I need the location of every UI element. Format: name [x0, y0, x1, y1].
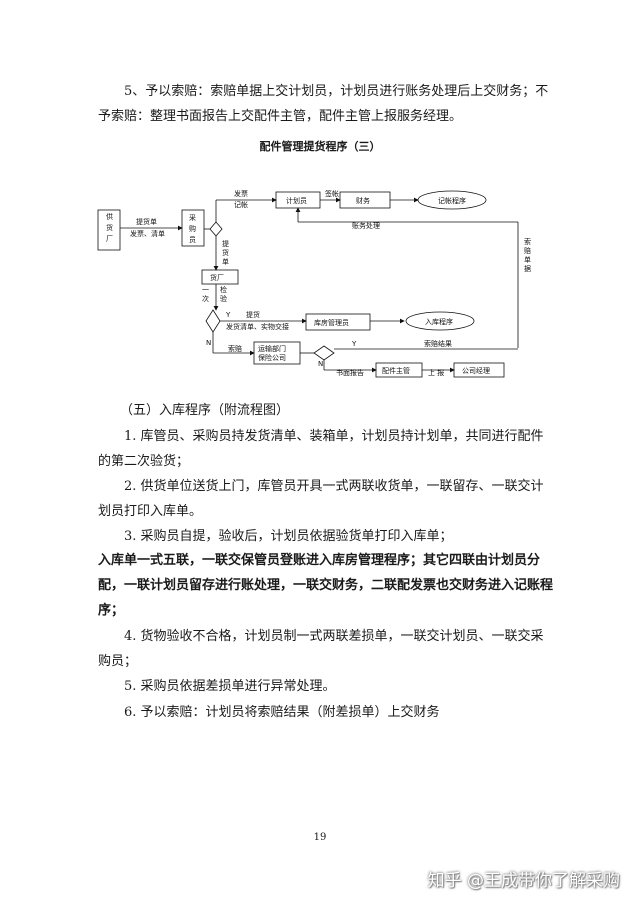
edge-once-2: 次 [202, 294, 209, 303]
edge-once-1: 一 [202, 286, 209, 294]
transport-label-2: 保险公司 [258, 353, 286, 362]
buyer-label-1: 采 [189, 213, 196, 222]
edge-claim-docs-1: 索 [524, 237, 531, 246]
edge-y-1: Y [225, 311, 231, 319]
edge-account: 账务处理 [352, 221, 380, 230]
flowchart-title: 配件管理提货程序（三） [259, 140, 381, 153]
edge-pickup-1: 提 [222, 239, 229, 248]
supplier-label-1: 供 [106, 212, 113, 221]
item-1: 1. 库管员、采购员持发货清单、装箱单，计划员持计划单，共同进行配件的第二次验货… [98, 429, 544, 469]
watermark: 知乎 @王成带你了解采购 [427, 871, 620, 891]
buyer-label-3: 员 [189, 236, 196, 244]
edge-claim-result: 索赔结果 [424, 339, 452, 348]
edge-inspect-1: 检 [220, 285, 227, 294]
supplier-label-2: 货 [106, 223, 113, 232]
edge-claim: 索赔 [228, 344, 242, 353]
finance-label: 财务 [356, 196, 370, 205]
buyer-label-2: 购 [189, 224, 196, 233]
edge-invoice: 发票 [234, 189, 248, 198]
page-number: 19 [313, 832, 327, 843]
item-6: 6. 予以索赔：计划员将索赔结果（附差损单）上交财务 [124, 705, 440, 720]
edge-report-up: 上 报 [428, 368, 444, 377]
edge-pickup-2: 货 [222, 248, 229, 257]
edge-claim-docs-2: 赔 [524, 246, 531, 255]
bookkeeping-ellipse [417, 190, 487, 210]
edge-n-1: N [206, 339, 211, 347]
parts-manager-label: 配件主管 [382, 366, 410, 375]
supplier-label-3: 厂 [106, 235, 113, 243]
decision-diamond-2 [205, 309, 221, 333]
decision-diamond-3 [313, 345, 335, 361]
item-4: 4. 货物验收不合格，计划员制一式两联差损单，一联交计划员、一联交采购员； [98, 629, 544, 669]
section-heading: （五）入库程序（附流程图） [120, 403, 290, 418]
intro-paragraph: 5、予以索赔：索赔单据上交计划员，计划员进行账务处理后上交财务；不予索赔：整理书… [98, 84, 549, 124]
edge-claim-docs-3: 单 [524, 255, 531, 264]
edge-deliver: 提货 [246, 310, 260, 319]
bold-paragraph: 入库单一式五联，一联交保管员登账进入库房管理程序；其它四联由计划员分配，一联计划… [98, 553, 554, 618]
edge-report: 书面报告 [336, 368, 364, 377]
warehouse-manager-label: 库房管理员 [314, 318, 349, 327]
bookkeeping-label: 记帐程序 [438, 196, 466, 205]
warehouse-entry-ellipse [405, 311, 475, 331]
item-2: 2. 供货单位送货上门，库管员开具一式两联收货单，一联留存、一联交计划员打印入库… [98, 479, 544, 519]
supplier-box [97, 209, 121, 251]
transport-label-1: 运输部门 [258, 344, 286, 353]
edge-inspect-2: 验 [220, 294, 227, 303]
goods-label: 货厂 [210, 273, 224, 282]
goods-box [201, 269, 239, 285]
planner-label: 计划员 [286, 196, 307, 205]
warehouse-manager-box [305, 313, 371, 331]
edge-pickup-3: 单 [222, 257, 229, 266]
edge-handover: 发货清单、实物交接 [226, 322, 289, 331]
decision-diamond-1 [209, 221, 223, 237]
edge-invoice-list: 发票、清单 [130, 229, 165, 238]
edge-pickup-bill: 提货单 [136, 217, 157, 226]
edge-y-2: Y [351, 340, 357, 348]
gm-label: 公司经理 [462, 366, 490, 375]
edge-claim-docs-4: 据 [524, 264, 531, 273]
gm-box [453, 362, 505, 378]
item-3: 3. 采购员自提，验收后，计划员依据验货单打印入库单； [124, 529, 453, 544]
edge-sign: 签帐 [325, 189, 339, 198]
edge-n-2: N [318, 360, 323, 368]
item-5: 5. 采购员依据差损单进行异常处理。 [124, 679, 336, 694]
edge-bookkeep: 记帐 [234, 200, 248, 209]
warehouse-entry-label: 入库程序 [425, 317, 453, 326]
